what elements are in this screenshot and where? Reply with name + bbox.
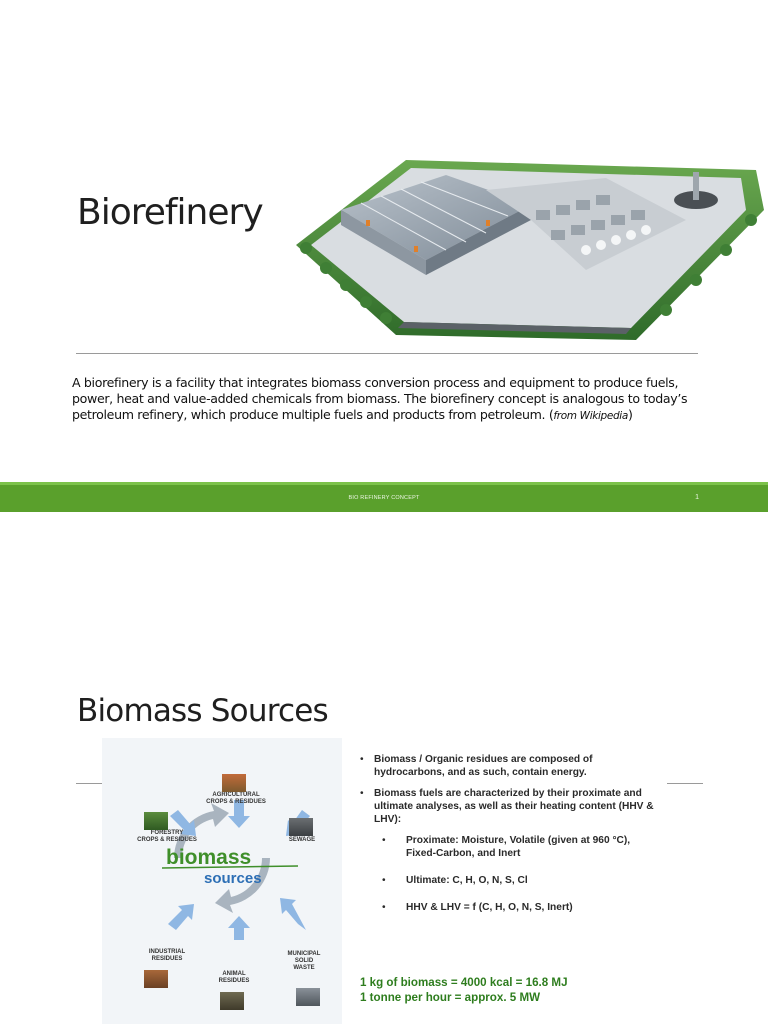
footer-title: BIO REFINERY CONCEPT — [348, 495, 420, 501]
agriculture-photo — [222, 774, 246, 792]
energy-line-2: 1 tonne per hour = approx. 5 MW — [360, 991, 541, 1004]
energy-line-1: 1 kg of biomass = 4000 kcal = 16.8 MJ — [360, 976, 568, 989]
sub-bullet-item: HHV & LHV = f (C, H, O, N, S, Inert) — [358, 901, 658, 914]
biorefinery-plant-image — [296, 160, 764, 340]
animal-photo — [220, 992, 244, 1010]
slide-1-title: Biorefinery — [77, 192, 264, 233]
forestry-photo — [144, 812, 168, 830]
slide-1: Biorefinery — [0, 160, 768, 512]
slide-1-footer: BIO REFINERY CONCEPT 1 — [0, 482, 768, 512]
category-sewage: SEWAGE — [288, 837, 316, 843]
sub-bullet-item: Ultimate: C, H, O, N, S, Cl — [358, 874, 658, 887]
slide-1-divider — [76, 353, 698, 354]
definition-text: A biorefinery is a facility that integra… — [72, 375, 688, 422]
slide-2-divider-left — [76, 783, 102, 784]
biomass-bullets: Biomass / Organic residues are composed … — [358, 753, 658, 928]
page-number: 1 — [695, 494, 699, 501]
sewage-photo — [289, 818, 313, 836]
industrial-photo — [144, 970, 168, 988]
bullet-item: Biomass / Organic residues are composed … — [358, 753, 658, 779]
sub-bullet-item: Proximate: Moisture, Volatile (given at … — [358, 834, 658, 860]
citation-source: from Wikipedia — [553, 410, 628, 422]
energy-equivalence: 1 kg of biomass = 4000 kcal = 16.8 MJ 1 … — [360, 975, 568, 1005]
citation-close: ) — [627, 407, 633, 422]
diagram-word-sources: sources — [204, 870, 262, 887]
bullet-item: Biomass fuels are characterized by their… — [358, 787, 658, 826]
slide-1-body: A biorefinery is a facility that integra… — [72, 375, 712, 424]
municipal-photo — [296, 988, 320, 1006]
slide-2-title: Biomass Sources — [77, 693, 329, 729]
diagram-word-biomass: biomass — [166, 846, 252, 869]
slide-2-divider-right — [667, 783, 703, 784]
